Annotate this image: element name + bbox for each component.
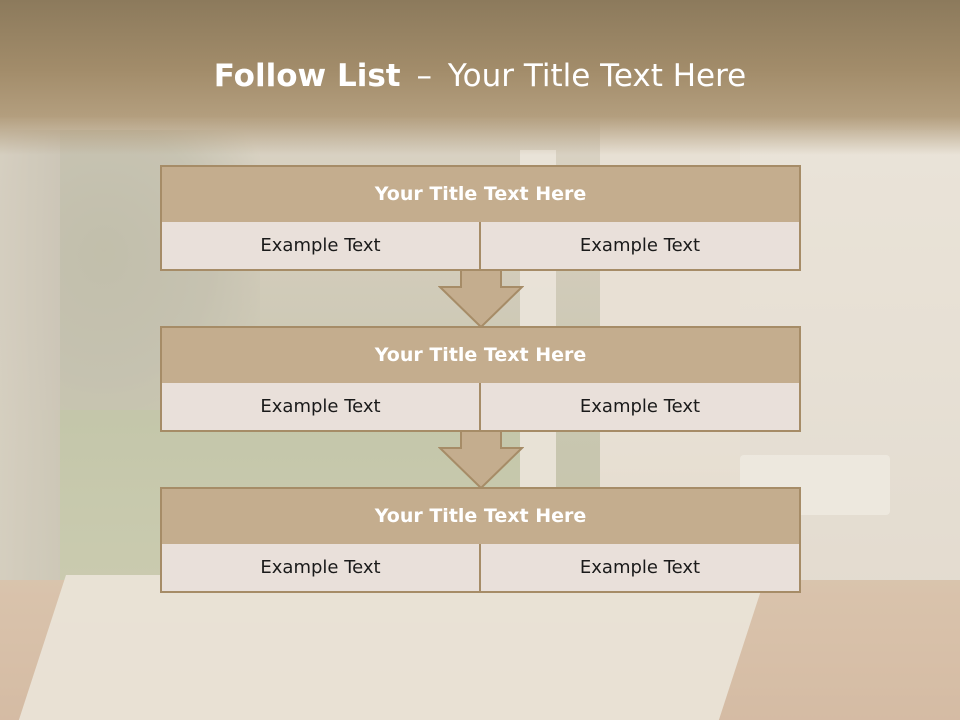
- slide-title-separator: –: [416, 58, 432, 94]
- step-heading: Your Title Text Here: [160, 165, 801, 224]
- step-box-1: Your Title Text Here Example Text Exampl…: [160, 165, 801, 271]
- down-arrow-icon: [438, 270, 524, 328]
- slide-title: Follow List – Your Title Text Here: [0, 52, 960, 102]
- header-band: [0, 0, 960, 155]
- step-cell-right: Example Text: [479, 222, 801, 271]
- step-cell-right: Example Text: [479, 544, 801, 593]
- step-cell-right: Example Text: [479, 383, 801, 432]
- step-box-2: Your Title Text Here Example Text Exampl…: [160, 326, 801, 432]
- step-cell-left: Example Text: [160, 544, 479, 593]
- step-cell-left: Example Text: [160, 222, 479, 271]
- step-cell-left: Example Text: [160, 383, 479, 432]
- down-arrow-icon: [438, 431, 524, 489]
- step-heading: Your Title Text Here: [160, 326, 801, 385]
- slide-title-subtitle: Your Title Text Here: [447, 58, 747, 94]
- background-window-frame: [0, 130, 60, 630]
- step-heading: Your Title Text Here: [160, 487, 801, 546]
- step-box-3: Your Title Text Here Example Text Exampl…: [160, 487, 801, 593]
- slide-title-bold: Follow List: [213, 58, 401, 94]
